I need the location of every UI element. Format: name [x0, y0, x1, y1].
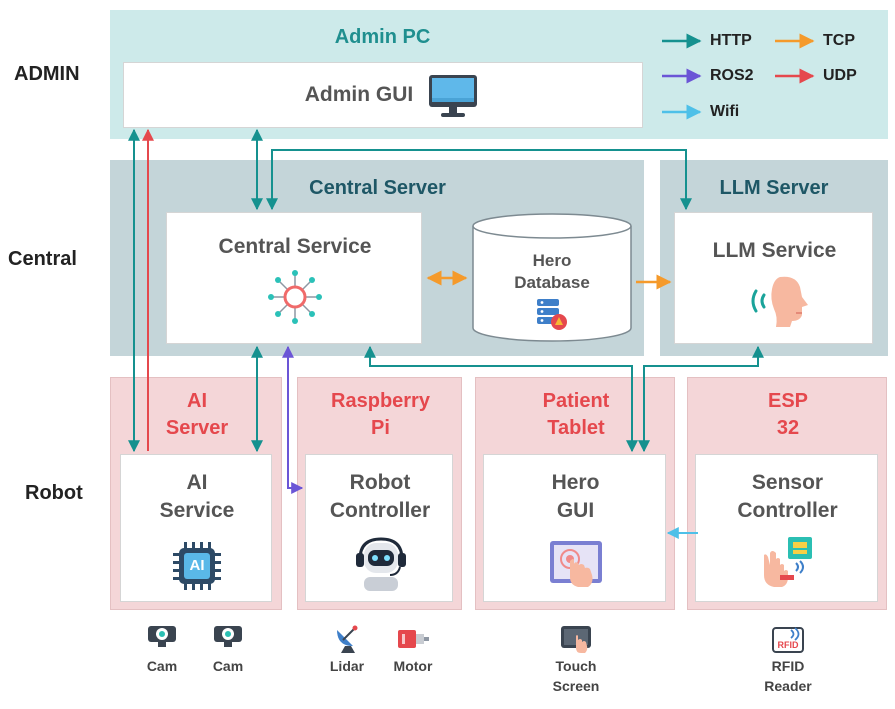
hero-gui-box[interactable]: Hero GUI [483, 454, 666, 602]
hero-database-label: Hero Database [471, 250, 633, 294]
touch-tablet-icon [548, 537, 604, 598]
device-motor-label: Motor [393, 658, 433, 674]
esp32-title-line2: 32 [776, 417, 800, 439]
ai-service-box[interactable]: AI Service AI [120, 454, 272, 602]
http-central-herogui-arrow [364, 345, 638, 453]
sensor-controller-label: Sensor Controller [696, 469, 879, 525]
hero-gui-label: Hero GUI [484, 469, 667, 525]
database-alert-icon [533, 296, 569, 337]
ai-server-title-line2: Server [165, 417, 229, 439]
touch-screen-icon [560, 624, 592, 659]
ros2-central-robot-arrow [282, 345, 304, 494]
esp32-title-line1: ESP [767, 390, 809, 412]
hero-gui-line1: Hero [551, 471, 600, 494]
motor-icon [396, 626, 430, 657]
device-touch-screen-label: Touch Screen [540, 656, 612, 696]
robot-controller-line1: Robot [349, 471, 411, 494]
legend-tcp: TCP [823, 32, 855, 49]
device-rfid-line2: Reader [764, 678, 812, 694]
legend-http: HTTP [710, 32, 752, 49]
sensor-controller-line2: Controller [737, 499, 838, 522]
monitor-icon [427, 73, 479, 124]
central-service-label: Central Service [218, 235, 372, 258]
hero-database-line1: Hero [532, 251, 572, 270]
hero-database-line2: Database [514, 273, 590, 292]
esp32-title: ESP 32 [688, 388, 888, 442]
device-touch-line1: Touch [555, 658, 597, 674]
ai-chip-text: AI [189, 557, 205, 574]
ai-server-title: AI Server [111, 388, 283, 442]
hero-gui-line2: GUI [556, 499, 595, 522]
device-cam1-label: Cam [146, 658, 178, 674]
ai-service-label: AI Service [121, 469, 273, 525]
device-cam2-label: Cam [212, 658, 244, 674]
http-llm-herogui-arrow [638, 345, 764, 453]
ai-chip-icon [172, 541, 222, 596]
device-rfid-reader-label: RFID Reader [752, 656, 824, 696]
rfid-tag-text: RFID [777, 640, 799, 650]
network-hub-icon [265, 267, 325, 332]
tier-label-admin: ADMIN [14, 63, 80, 85]
ai-service-line1: AI [186, 471, 208, 494]
admin-gui-label: Admin GUI [304, 83, 414, 106]
rfid-hand-icon [758, 535, 818, 596]
sensor-controller-box[interactable]: Sensor Controller [695, 454, 878, 602]
ai-service-line2: Service [159, 499, 235, 522]
speaking-head-icon [750, 275, 810, 332]
robot-controller-line2: Controller [329, 499, 431, 522]
legend-ros2: ROS2 [710, 67, 754, 84]
device-lidar-label: Lidar [329, 658, 365, 674]
llm-service-box[interactable]: LLM Service [674, 212, 873, 344]
camera-icon [212, 624, 244, 653]
robot-controller-box[interactable]: Robot Controller [305, 454, 453, 602]
tier-label-central: Central [8, 248, 77, 270]
admin-gui-box[interactable]: Admin GUI [123, 62, 643, 128]
robot-head-icon [354, 537, 408, 598]
legend-wifi: Wifi [710, 103, 740, 120]
admin-pc-title: Admin PC [334, 26, 431, 48]
rfid-reader-icon [771, 624, 805, 659]
database-icon [471, 212, 633, 349]
lidar-dish-icon [333, 624, 363, 659]
ai-server-title-line1: AI [187, 390, 207, 412]
device-rfid-line1: RFID [771, 658, 805, 674]
sensor-controller-line1: Sensor [751, 471, 824, 494]
legend-udp: UDP [823, 67, 857, 84]
http-central-llm-arrow [266, 149, 692, 211]
camera-icon [146, 624, 178, 653]
tier-label-robot: Robot [25, 482, 83, 504]
device-touch-line2: Screen [552, 678, 600, 694]
llm-server-title: LLM Server [719, 177, 829, 199]
robot-controller-label: Robot Controller [306, 469, 454, 525]
llm-service-label: LLM Service [712, 239, 837, 262]
central-service-box[interactable]: Central Service [166, 212, 422, 344]
central-server-title: Central Server [309, 177, 446, 199]
